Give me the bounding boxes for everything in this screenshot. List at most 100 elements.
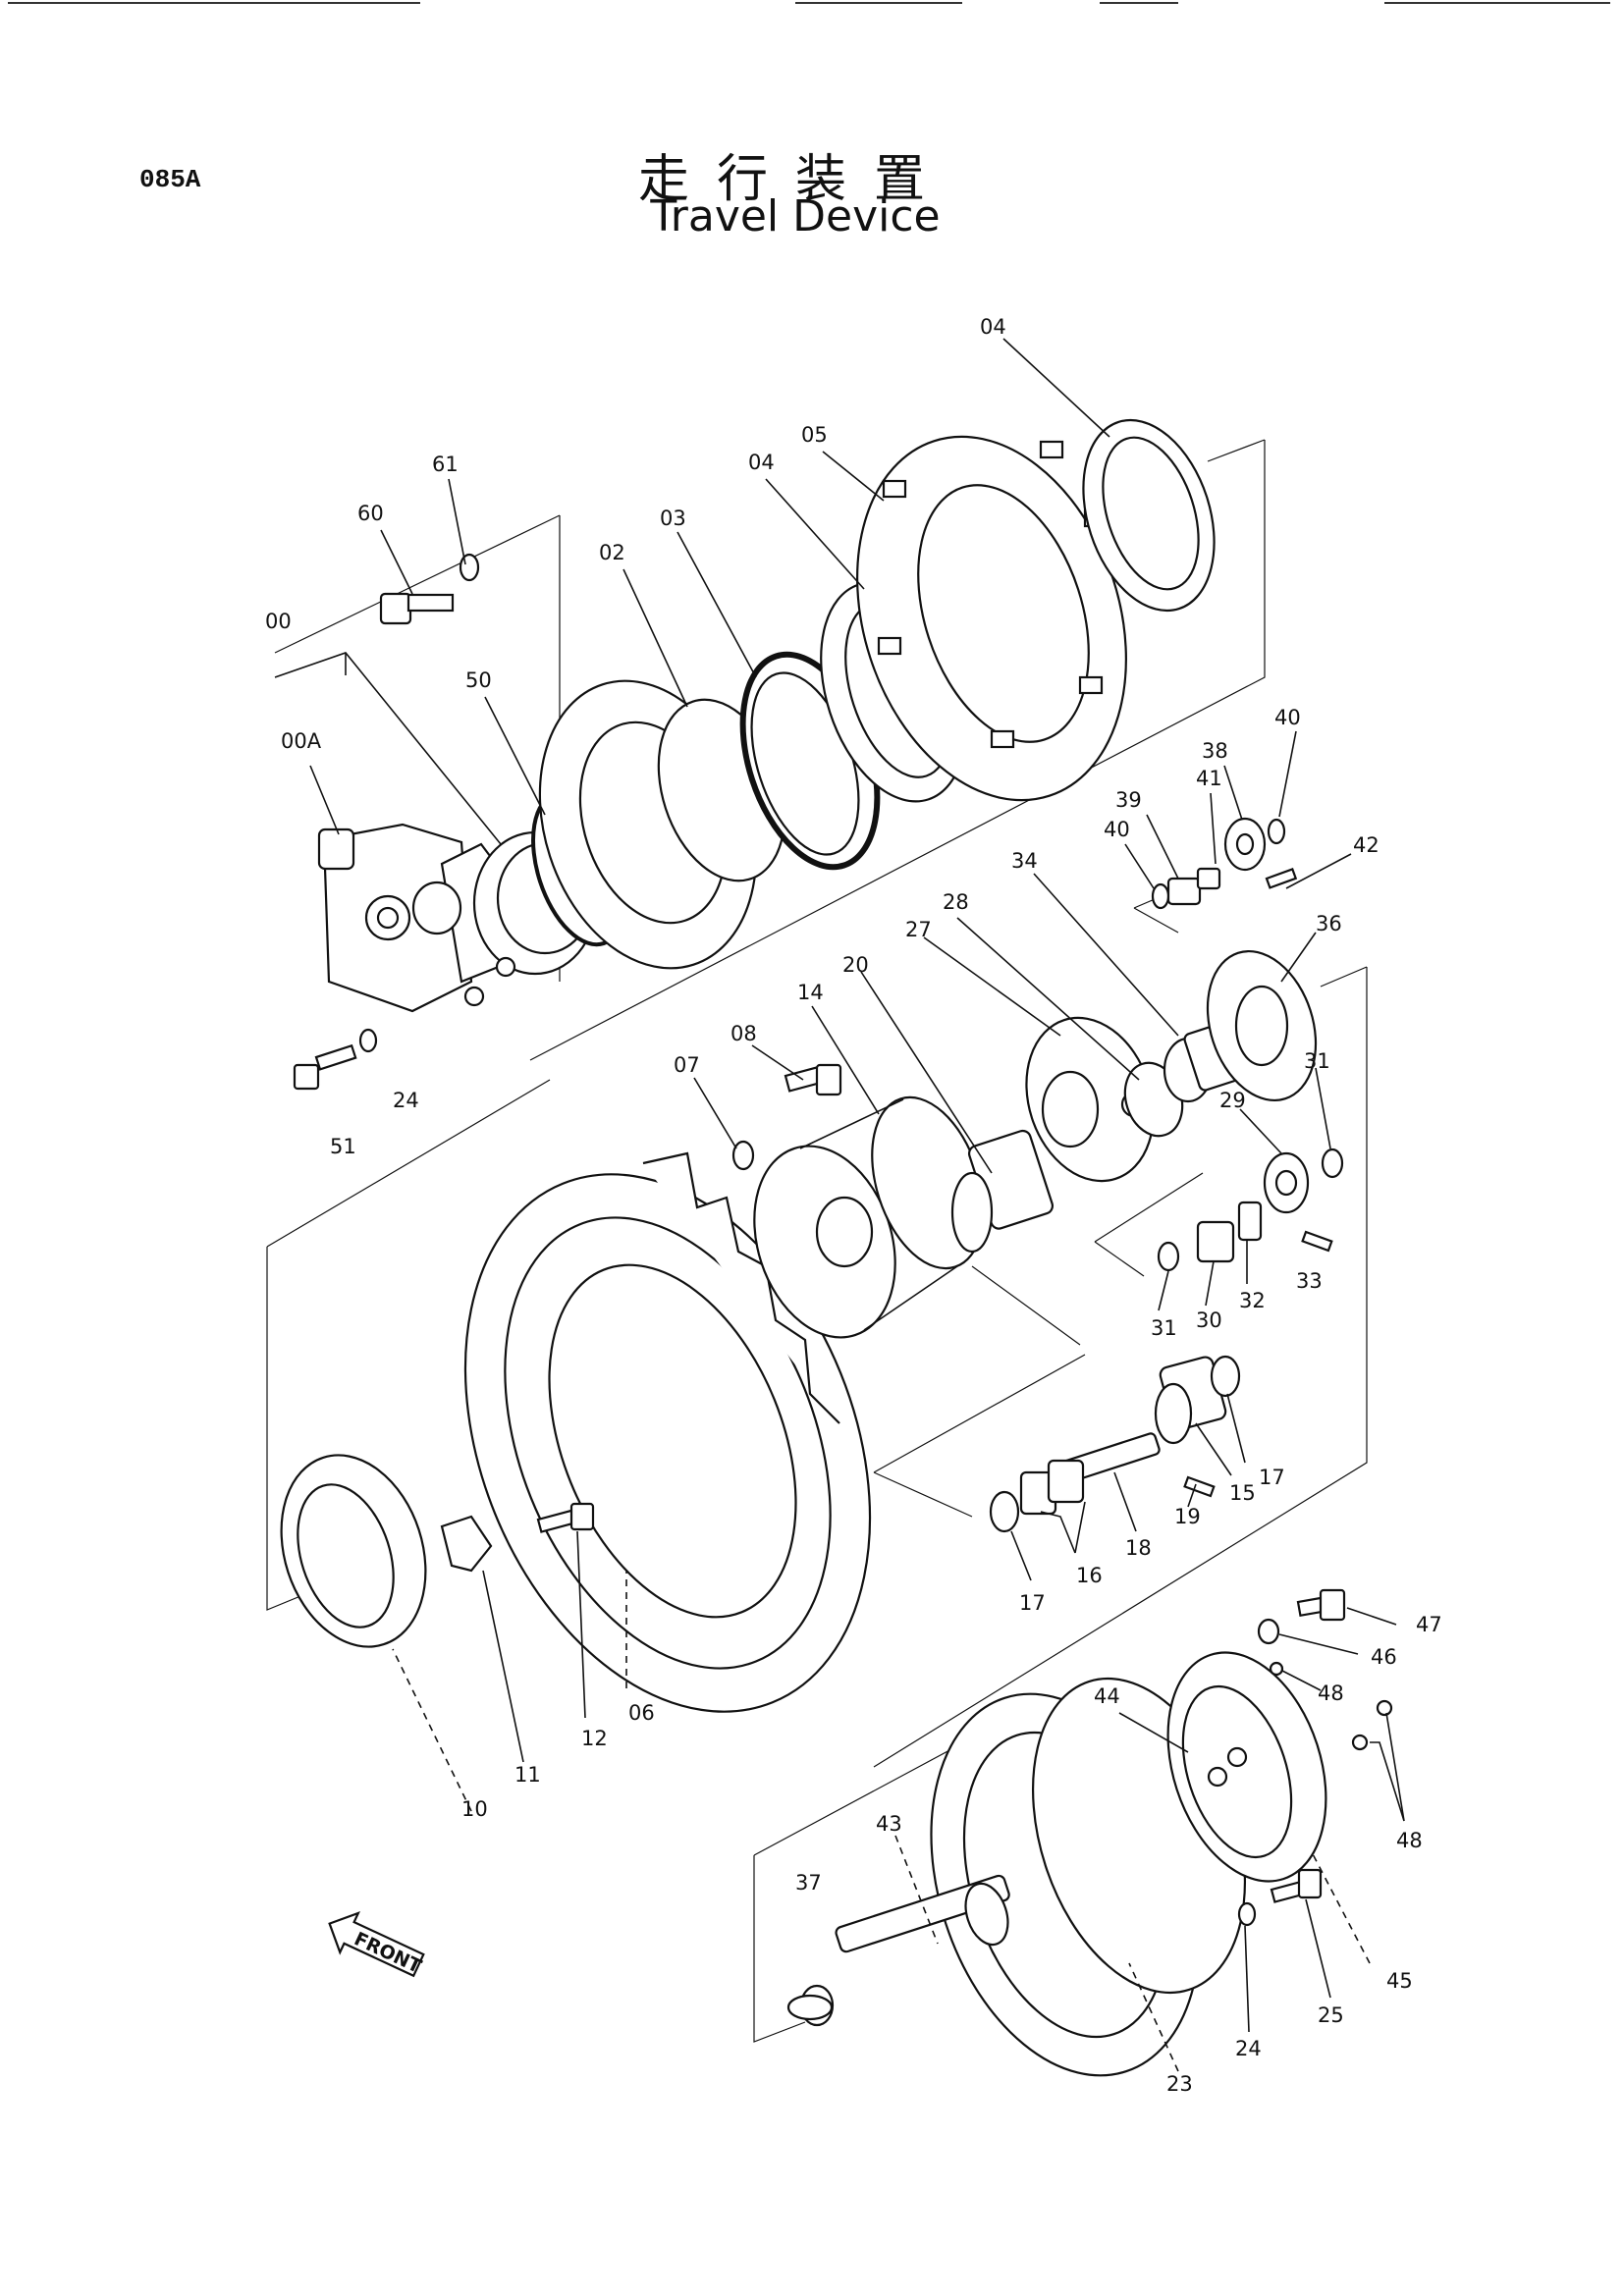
callout-17: 17: [1019, 1591, 1046, 1615]
carrier-36: [1206, 949, 1318, 1102]
gear-43: [964, 1882, 1009, 1947]
callout-47: 47: [1416, 1613, 1442, 1636]
pin-42: [1265, 868, 1298, 889]
callout-48: 48: [1318, 1682, 1344, 1705]
pin-33: [1301, 1230, 1333, 1253]
needle-bearing-30: [1196, 1220, 1235, 1263]
sun-gear-20: [950, 1129, 1055, 1254]
callout-07: 07: [674, 1053, 700, 1077]
callout-42: 42: [1353, 833, 1380, 857]
bolt-12: [536, 1502, 595, 1533]
shaft-32: [1237, 1201, 1263, 1242]
leader-lines: [274, 338, 1405, 2072]
cover-10: [280, 1454, 427, 1648]
callout-29: 29: [1219, 1089, 1246, 1112]
page-title-japanese: 走行装置: [637, 150, 952, 209]
washer-31-right: [1321, 1148, 1344, 1179]
callout-44: 44: [1094, 1684, 1120, 1708]
callout-03: 03: [660, 507, 686, 530]
shaft-41: [1196, 867, 1221, 890]
callout-14: 14: [797, 981, 824, 1004]
sprocket-housing-06: [463, 1151, 872, 1713]
front-arrow-label: FRONT: [351, 1928, 424, 1978]
needle-bearing-39: [1166, 877, 1202, 906]
callout-16: 16: [1076, 1564, 1103, 1587]
callout-34: 34: [1011, 849, 1038, 873]
callout-02: 02: [599, 541, 625, 564]
callout-39: 39: [1115, 788, 1142, 812]
callout-50: 50: [465, 668, 492, 692]
callout-40: 40: [1104, 818, 1130, 841]
page-title-english: Travel Device: [650, 191, 941, 241]
top-edge-line: [8, 2, 420, 4]
callout-00: 00: [265, 610, 292, 633]
bolt-51: [293, 1043, 357, 1091]
hub-05: [856, 435, 1127, 802]
callout-04: 04: [980, 315, 1006, 339]
bolt-60: [379, 592, 455, 625]
callout-17: 17: [1259, 1466, 1285, 1489]
callout-24: 24: [393, 1089, 419, 1112]
callout-15: 15: [1229, 1481, 1256, 1505]
needle-bearings-16: [1019, 1459, 1085, 1516]
front-direction-arrow: FRONT: [328, 1911, 425, 1978]
washer-24-upper: [358, 1028, 378, 1053]
callout-00A: 00A: [281, 729, 322, 753]
callout-10: 10: [461, 1797, 488, 1821]
drive-shaft-37: [786, 1874, 1010, 2027]
callout-60: 60: [357, 502, 384, 525]
callout-12: 12: [581, 1727, 608, 1750]
callout-51: 51: [330, 1135, 356, 1158]
washer-17-left: [989, 1490, 1020, 1533]
callout-05: 05: [801, 423, 828, 447]
washer-24-lower: [1237, 1901, 1257, 1927]
page-code: 085A: [139, 165, 201, 194]
washer-46: [1257, 1618, 1280, 1645]
ring-07: [731, 1140, 755, 1171]
callout-labels: 04 05 04 03 02 61 60 00 00A 50 40 38 41 …: [265, 315, 1442, 2096]
bolt-08: [784, 1063, 842, 1096]
pin-19: [1183, 1475, 1216, 1498]
callout-06: 06: [628, 1701, 655, 1725]
plug-48-right: [1376, 1699, 1393, 1717]
washer-17-right: [1210, 1355, 1241, 1398]
callout-28: 28: [943, 890, 969, 914]
top-edge-line: [795, 2, 962, 4]
washer-40-right: [1267, 818, 1286, 845]
bolt-25: [1270, 1868, 1323, 1903]
callout-25: 25: [1318, 2003, 1344, 2027]
callout-33: 33: [1296, 1269, 1323, 1293]
callout-40: 40: [1274, 706, 1301, 729]
callout-41: 41: [1196, 767, 1222, 790]
callout-11: 11: [514, 1763, 541, 1787]
callout-08: 08: [730, 1022, 757, 1045]
plug-48-lower: [1351, 1734, 1369, 1751]
callout-18: 18: [1125, 1536, 1152, 1560]
callout-43: 43: [876, 1812, 902, 1836]
callout-20: 20: [842, 953, 869, 977]
callout-31: 31: [1151, 1316, 1177, 1340]
top-edge-line: [1384, 2, 1610, 4]
bearing-04-outer: [1082, 418, 1216, 613]
callout-32: 32: [1239, 1289, 1266, 1312]
cover-45: [1166, 1651, 1327, 1883]
planet-gear-38: [1223, 817, 1267, 872]
flange-02: [538, 679, 786, 970]
lock-plate-11: [440, 1515, 493, 1573]
callout-38: 38: [1202, 739, 1228, 763]
washer-40-left: [1151, 882, 1170, 910]
washer-61: [459, 553, 480, 582]
callout-37: 37: [795, 1871, 822, 1895]
callout-23: 23: [1166, 2072, 1193, 2096]
callout-46: 46: [1371, 1645, 1397, 1669]
callout-04: 04: [748, 451, 775, 474]
callout-24: 24: [1235, 2037, 1262, 2060]
plug-48-upper: [1269, 1661, 1284, 1677]
callout-30: 30: [1196, 1308, 1222, 1332]
ring-gear-23: [930, 1677, 1247, 2077]
top-edge-line: [1100, 2, 1178, 4]
callout-48: 48: [1396, 1829, 1423, 1852]
planet-gear-29: [1263, 1151, 1310, 1214]
callout-45: 45: [1386, 1969, 1413, 1993]
